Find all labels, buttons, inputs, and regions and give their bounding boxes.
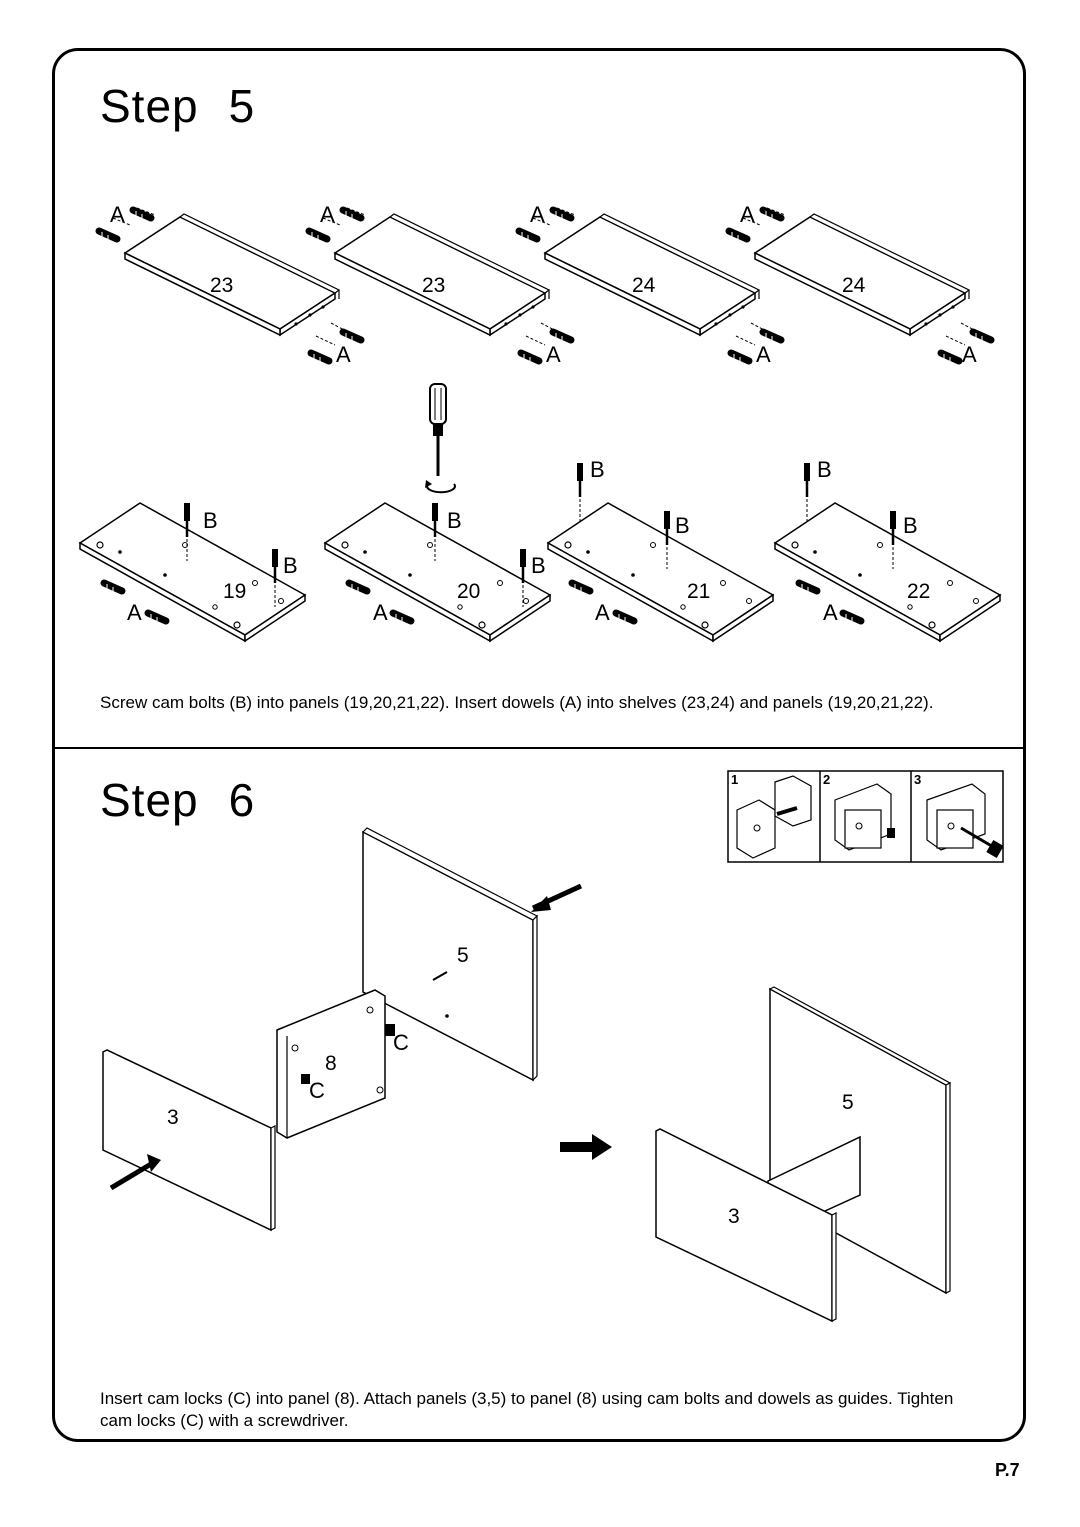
step-5-instructions: Screw cam bolts (B) into panels (19,20,2…	[100, 693, 934, 712]
shelf-number: 24	[632, 274, 656, 297]
panel-3-label: 3	[728, 1205, 740, 1228]
shelf-24-b: A A 24	[729, 202, 991, 367]
dowel-label: A	[823, 600, 838, 625]
panel-number: 19	[223, 580, 246, 603]
dowel-label: A	[373, 600, 388, 625]
dowel-label: A	[530, 202, 545, 227]
screwdriver-icon	[425, 383, 456, 494]
shelf-number: 23	[210, 274, 233, 297]
page-frame	[52, 48, 1026, 1442]
cam-bolt-label: B	[675, 513, 690, 538]
page-number: P.7	[995, 1460, 1020, 1480]
cam-lock-inset-diagram: 1 2 3	[727, 770, 1004, 863]
cam-bolt-label: B	[283, 553, 298, 578]
shelf-number: 23	[422, 274, 445, 297]
cam-bolt-label: B	[531, 553, 546, 578]
cam-bolt-label: B	[817, 457, 832, 482]
dowel-label: A	[740, 202, 755, 227]
dowel-label: A	[127, 600, 142, 625]
step-6-instructions: Insert cam locks (C) into panel (8). Att…	[100, 1389, 954, 1430]
right-arrow-icon	[560, 1134, 612, 1160]
shelf-23-b: A A 23	[309, 202, 571, 367]
shelf-23-a: A A 23	[99, 202, 361, 367]
panel-5-label: 5	[457, 944, 469, 967]
cam-lock-label: C	[309, 1078, 325, 1103]
panel-22: B B A 22	[775, 457, 1000, 641]
shelf-number: 24	[842, 274, 866, 297]
cam-bolt-label: B	[903, 513, 918, 538]
panel-20: B B A 20	[325, 501, 550, 641]
cam-bolt-label: B	[590, 457, 605, 482]
dowel-label: A	[595, 600, 610, 625]
panel-3-label: 3	[167, 1106, 179, 1129]
dowel-label: A	[336, 342, 351, 367]
panel-21: B B A 21	[548, 457, 773, 641]
dowel-label: A	[962, 342, 977, 367]
inset-label: 1	[731, 772, 738, 787]
step-5-shelves-illustration: A A 23 A A 23 A A 24 A A 24	[80, 202, 1000, 367]
dowel-label: A	[546, 342, 561, 367]
panel-number: 22	[907, 580, 930, 603]
panel-number: 20	[457, 580, 480, 603]
step-5-panels-illustration: B B A 19 B B A 20 B B A 21 B B A 22	[75, 457, 1015, 655]
dowel-label: A	[110, 202, 125, 227]
panel-19: B B A 19	[80, 501, 305, 641]
dowel-label: A	[320, 202, 335, 227]
cam-bolt-label: B	[203, 508, 218, 533]
cam-bolt-label: B	[447, 508, 462, 533]
dowel-label: A	[756, 342, 771, 367]
step-divider	[55, 747, 1024, 749]
cam-lock-label: C	[393, 1030, 409, 1055]
panel-number: 21	[687, 580, 710, 603]
step-6-exploded-view: 5 8 C C 3	[102, 827, 583, 1232]
inset-label: 2	[823, 772, 830, 787]
step-6-assembled-view: 5 3	[655, 986, 952, 1323]
shelf-24-a: A A 24	[519, 202, 781, 367]
panel-8-label: 8	[325, 1052, 337, 1075]
panel-5-label: 5	[842, 1091, 854, 1114]
inset-label: 3	[914, 772, 921, 787]
